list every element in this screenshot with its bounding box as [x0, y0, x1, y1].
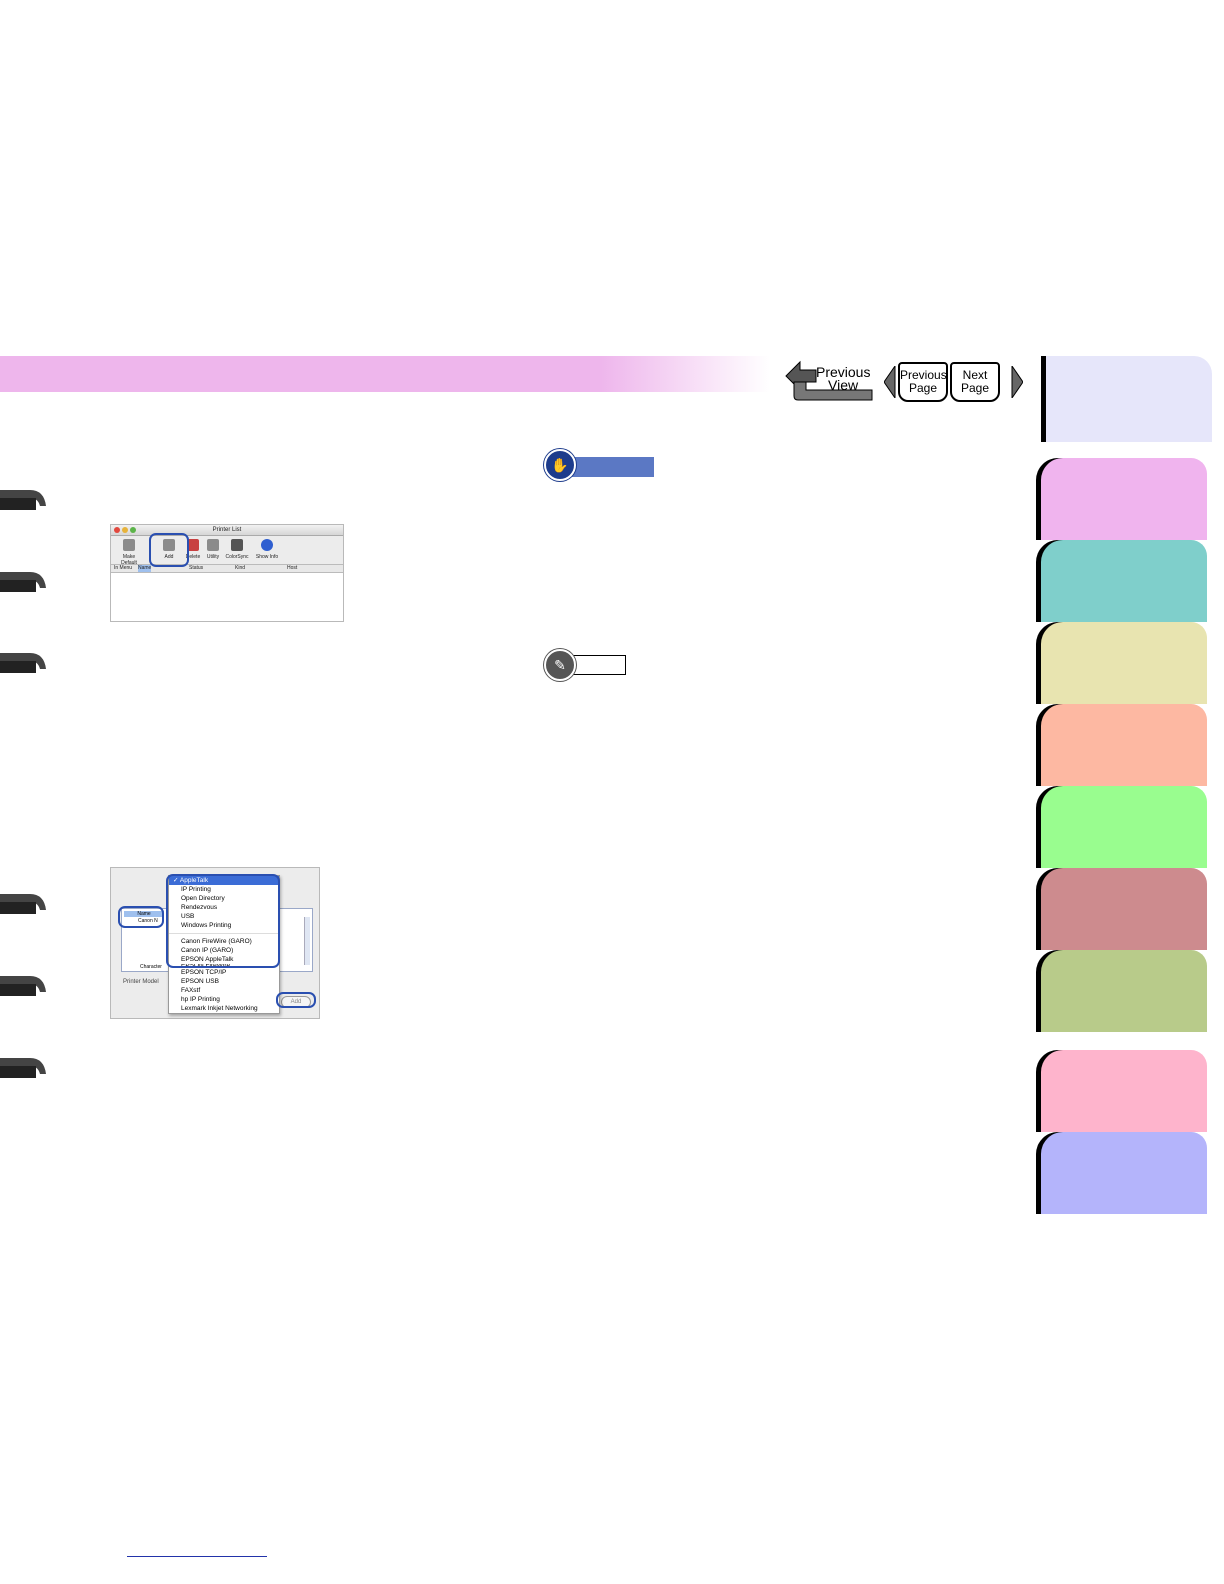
name-column-value: Canon N: [138, 918, 158, 924]
previous-page-arrow-icon[interactable]: [884, 366, 896, 398]
zoom-icon: [130, 527, 136, 533]
menu-item-appletalk: ✓ AppleTalk: [169, 876, 279, 885]
tab-chapter-9[interactable]: [1041, 1132, 1207, 1214]
step-bullet-icon: [0, 490, 46, 510]
step-bullet-icon: [0, 653, 46, 673]
tab-chapter-6[interactable]: [1041, 868, 1207, 950]
previous-view-button[interactable]: Previous View: [782, 360, 878, 404]
menu-item: EPSON TCP/IP: [181, 969, 227, 976]
tab-chapter-8[interactable]: [1041, 1050, 1207, 1132]
previous-page-button[interactable]: Previous Page: [898, 362, 948, 402]
previous-view-label-2: View: [828, 377, 859, 393]
menu-item: Windows Printing: [181, 922, 232, 929]
colorsync-icon: [231, 539, 243, 551]
character-label: Character: [140, 964, 162, 970]
hand-stop-icon: ✋: [544, 449, 576, 481]
tab-chapter-3[interactable]: [1041, 622, 1207, 704]
previous-page-label-2: Page: [908, 381, 938, 395]
make-default-tool: Make Default: [115, 539, 143, 566]
previous-page-label-1: Previous: [900, 368, 947, 382]
header-band: [0, 356, 770, 392]
close-icon: [114, 527, 120, 533]
back-arrow-icon: [785, 360, 873, 401]
menu-item: IP Printing: [181, 886, 211, 893]
add-printer-screenshot: Name Canon N Character Printer Model Add…: [110, 867, 320, 1019]
step-bullet-icon: [0, 1058, 46, 1078]
printer-list-title: Printer List: [212, 527, 242, 533]
note-badge: ✎: [544, 649, 628, 681]
printer-model-label: Printer Model: [123, 979, 159, 985]
printer-icon: [163, 539, 175, 551]
tab-chapter-5[interactable]: [1041, 786, 1207, 868]
menu-item: Canon IP (GARO): [181, 947, 234, 954]
delete-icon: [187, 539, 199, 551]
menu-item: Rendezvous: [181, 904, 218, 911]
add-tool: Add: [155, 539, 183, 560]
menu-item: Open Directory: [181, 895, 225, 902]
next-page-button[interactable]: Next Page: [950, 362, 1000, 402]
tab-chapter-4[interactable]: [1041, 704, 1207, 786]
show-info-tool: Show Info: [253, 539, 281, 560]
printer-list-titlebar: Printer List: [111, 525, 343, 536]
scrollbar: [304, 917, 310, 965]
delete-tool: Delete: [179, 539, 207, 560]
name-highlight-ring: [118, 906, 164, 928]
previous-view-label-1: Previous: [816, 364, 871, 380]
tab-cover[interactable]: [1046, 356, 1212, 442]
minimize-icon: [122, 527, 128, 533]
connection-type-menu: ✓ AppleTalk IP Printing Open Directory R…: [168, 875, 280, 1014]
add-highlight-ring: [276, 992, 316, 1008]
menu-item: hp IP Printing: [181, 996, 220, 1003]
colorsync-tool: ColorSync: [223, 539, 251, 560]
printer-list-toolbar: Make Default Add Delete Utility ColorSyn…: [111, 536, 343, 566]
important-badge: ✋: [544, 449, 656, 481]
add-highlight-ring: [149, 533, 189, 567]
menu-highlight-ring: [166, 874, 280, 968]
important-bar: [558, 457, 654, 477]
footer-link-underline[interactable]: [127, 1556, 267, 1557]
menu-separator: [169, 933, 279, 934]
menu-item: EPSON AppleTalk: [181, 956, 234, 963]
tab-chapter-2[interactable]: [1041, 540, 1207, 622]
step-bullet-icon: [0, 894, 46, 914]
name-column-label: Name: [124, 911, 164, 917]
info-icon: [261, 539, 273, 551]
page-navigation: Previous Page Next Page: [884, 360, 1024, 410]
next-page-arrow-icon[interactable]: [1011, 366, 1023, 398]
pencil-icon: ✎: [544, 649, 576, 681]
utility-tool: Utility: [199, 539, 227, 560]
menu-item: FAXstf: [181, 987, 201, 994]
menu-item: Lexmark Inkjet Networking: [181, 1005, 258, 1012]
printer-list-screenshot: Printer List Make Default Add Delete Uti…: [110, 524, 344, 622]
menu-item: Canon FireWire (GARO): [181, 938, 252, 945]
printer-icon: [123, 539, 135, 551]
printer-list-columns: In Menu Name Status Kind Host: [111, 565, 343, 573]
next-page-label-2: Page: [960, 381, 990, 395]
tab-chapter-1[interactable]: [1041, 458, 1207, 540]
menu-item: USB: [181, 913, 195, 920]
next-page-label-1: Next: [962, 368, 988, 382]
step-bullet-icon: [0, 976, 46, 996]
step-bullet-icon: [0, 572, 46, 592]
utility-icon: [207, 539, 219, 551]
menu-item: EPSON USB: [181, 978, 219, 985]
tab-chapter-7[interactable]: [1041, 950, 1207, 1032]
